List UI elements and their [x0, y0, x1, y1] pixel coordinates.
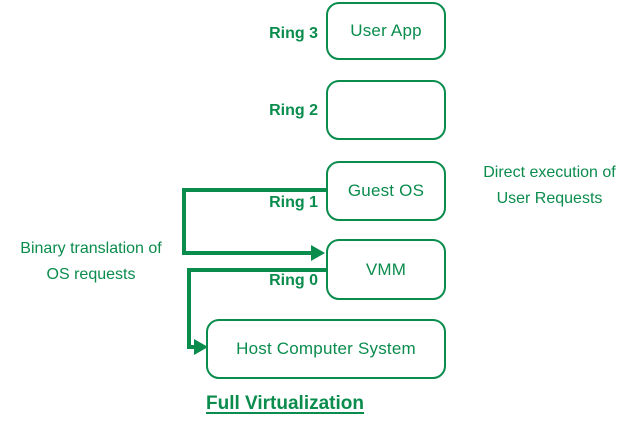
- guest-os-box: Guest OS: [326, 161, 446, 221]
- user-app-box: User App: [326, 2, 446, 60]
- host-arrow-line: [187, 345, 196, 349]
- ring2-label: Ring 2: [269, 102, 318, 119]
- guest-os-connector-line: [182, 188, 326, 192]
- vmm-to-host-vertical-line: [187, 268, 191, 349]
- vmm-box: VMM: [326, 239, 446, 300]
- host-computer-system-box: Host Computer System: [206, 319, 446, 379]
- diagram-title: Full Virtualization: [206, 393, 364, 414]
- ring0-label: Ring 0: [269, 272, 318, 289]
- ring1-label: Ring 1: [269, 194, 318, 211]
- host-arrowhead-icon: [194, 339, 208, 355]
- vmm-arrow-line: [182, 251, 312, 255]
- binary-translation-label: Binary translation of OS requests: [20, 240, 162, 283]
- ring3-label: Ring 3: [269, 25, 318, 42]
- direct-execution-label: Direct execution of User Requests: [483, 164, 616, 207]
- vmm-connector-line: [187, 268, 326, 272]
- ring2-empty-box: [326, 80, 446, 140]
- binary-translation-vertical-line: [182, 188, 186, 255]
- vmm-arrowhead-icon: [311, 245, 325, 261]
